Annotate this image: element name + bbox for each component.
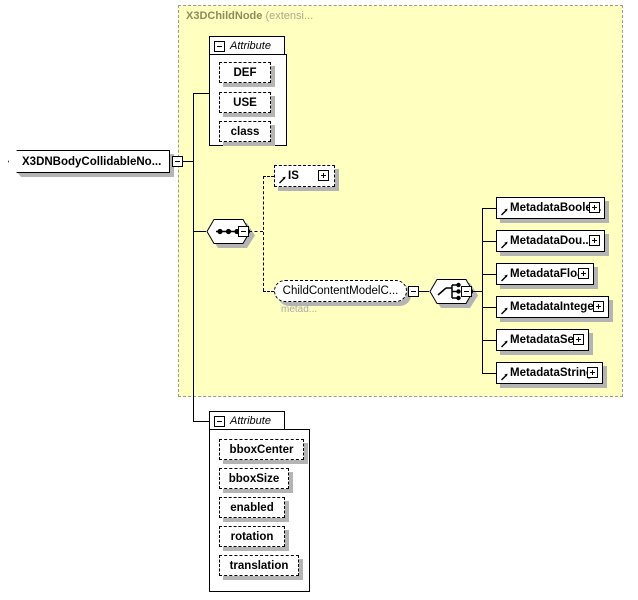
main-vertical-bus xyxy=(193,93,194,422)
metadata-boolean-label: MetadataBoole... xyxy=(510,202,602,214)
element-node-metadata-float[interactable]: MetadataFloat xyxy=(496,263,598,289)
child-content-model-box: ChildContentModelC... xyxy=(274,280,407,302)
attr-def-label: DEF xyxy=(233,66,257,79)
metadata-boolean-expand-toggle[interactable] xyxy=(589,202,600,213)
attr-bboxsize-label: bboxSize xyxy=(228,472,280,485)
metadata-float-box: MetadataFloat xyxy=(496,263,594,285)
attr-bboxcenter-box: bboxCenter xyxy=(219,439,304,460)
child-content-model-sublabel: metad... xyxy=(281,304,318,315)
attr-class-label: class xyxy=(230,125,260,138)
element-arrow-icon xyxy=(501,274,508,282)
extension-qualifier: (extensi... xyxy=(265,10,314,22)
metadata-float-label: MetadataFloat xyxy=(510,268,588,280)
element-arrow-icon xyxy=(501,307,508,315)
metadata-vertical-bus xyxy=(482,208,483,374)
child-content-model-label: ChildContentModelC... xyxy=(282,285,399,297)
attr-bboxcenter-label: bboxCenter xyxy=(229,443,294,456)
attribute-item-rotation[interactable]: rotation xyxy=(219,526,289,551)
element-arrow-icon xyxy=(279,176,286,184)
attribute-item-class[interactable]: class xyxy=(219,121,275,146)
attr-enabled-box: enabled xyxy=(219,497,285,518)
branch-to-metadata-boolean xyxy=(482,208,496,209)
root-connector-line xyxy=(183,161,194,162)
attribute-item-enabled[interactable]: enabled xyxy=(219,497,289,522)
attr-def-box: DEF xyxy=(219,62,271,83)
child-content-model-collapse-toggle[interactable] xyxy=(408,286,419,297)
metadata-string-expand-toggle[interactable] xyxy=(587,367,598,378)
attr-enabled-label: enabled xyxy=(230,501,274,514)
element-node-metadata-set[interactable]: MetadataSet xyxy=(496,329,593,355)
element-node-metadata-double[interactable]: MetadataDou... xyxy=(496,230,609,256)
sequence-collapse-toggle[interactable] xyxy=(238,226,249,237)
branch-to-sequence xyxy=(193,231,206,232)
metadata-string-box: MetadataString xyxy=(496,362,603,384)
metadata-double-box: MetadataDou... xyxy=(496,230,605,252)
branch-to-metadata-set xyxy=(482,340,496,341)
choice-icon xyxy=(429,279,474,304)
sequence-dashed-bus xyxy=(263,176,264,291)
child-content-to-choice-line xyxy=(419,291,429,292)
own-attribute-group-collapse-toggle[interactable] xyxy=(214,415,225,427)
attr-translation-box: translation xyxy=(219,555,299,576)
branch-to-metadata-double xyxy=(482,241,496,242)
metadata-integer-box: MetadataInteger xyxy=(496,296,609,318)
attr-use-label: USE xyxy=(233,96,257,109)
metadata-boolean-box: MetadataBoole... xyxy=(496,197,605,219)
attr-translation-label: translation xyxy=(229,559,289,572)
metadata-integer-expand-toggle[interactable] xyxy=(593,301,604,312)
attribute-group-label: Attribute xyxy=(230,40,271,52)
metadata-string-label: MetadataString xyxy=(510,367,594,379)
attr-rotation-box: rotation xyxy=(219,526,285,547)
branch-to-child-content-model xyxy=(263,291,274,292)
attribute-group-tab[interactable]: Attribute xyxy=(209,36,285,55)
metadata-set-label: MetadataSet xyxy=(510,334,578,346)
element-node-is[interactable]: IS xyxy=(274,165,339,191)
choice-collapse-toggle[interactable] xyxy=(461,286,472,297)
root-collapse-toggle[interactable] xyxy=(172,156,183,167)
metadata-float-expand-toggle[interactable] xyxy=(578,268,589,279)
root-node-body: X3DNBodyCollidableNo... xyxy=(8,150,170,173)
root-element-node[interactable]: X3DNBodyCollidableNo... xyxy=(8,150,174,177)
metadata-double-label: MetadataDou... xyxy=(510,235,592,247)
attribute-group-collapse-toggle[interactable] xyxy=(214,40,225,52)
extension-base-label: X3DChildNode (extensi... xyxy=(186,10,313,22)
attribute-item-bboxcenter[interactable]: bboxCenter xyxy=(219,439,308,464)
element-arrow-icon xyxy=(501,373,508,381)
branch-to-own-attributes xyxy=(193,421,209,422)
attribute-item-bboxsize[interactable]: bboxSize xyxy=(219,468,293,493)
attr-use-box: USE xyxy=(219,92,271,113)
attr-class-box: class xyxy=(219,121,271,142)
element-node-metadata-boolean[interactable]: MetadataBoole... xyxy=(496,197,609,223)
choice-output-line xyxy=(472,291,482,292)
element-node-metadata-integer[interactable]: MetadataInteger xyxy=(496,296,613,322)
branch-to-metadata-integer xyxy=(482,307,496,308)
branch-to-metadata-string xyxy=(482,373,496,374)
attr-rotation-label: rotation xyxy=(230,530,274,543)
is-node-expand-toggle[interactable] xyxy=(318,170,329,181)
element-node-metadata-string[interactable]: MetadataString xyxy=(496,362,607,388)
group-node-child-content-model[interactable]: ChildContentModelC... xyxy=(274,280,411,306)
branch-to-attribute-group xyxy=(193,93,209,94)
metadata-set-box: MetadataSet xyxy=(496,329,589,351)
attr-bboxsize-box: bboxSize xyxy=(219,468,289,489)
own-attribute-group-label: Attribute xyxy=(230,415,271,427)
element-arrow-icon xyxy=(501,241,508,249)
sequence-output-line xyxy=(249,231,263,232)
root-node-label: X3DNBodyCollidableNo... xyxy=(22,155,162,168)
attribute-item-use[interactable]: USE xyxy=(219,92,275,117)
branch-to-is-node xyxy=(263,176,274,177)
attribute-item-translation[interactable]: translation xyxy=(219,555,303,580)
element-arrow-icon xyxy=(501,208,508,216)
metadata-set-expand-toggle[interactable] xyxy=(573,334,584,345)
is-node-label: IS xyxy=(288,170,299,182)
attribute-item-def[interactable]: DEF xyxy=(219,62,275,87)
branch-to-metadata-float xyxy=(482,274,496,275)
element-arrow-icon xyxy=(501,340,508,348)
own-attribute-group-tab[interactable]: Attribute xyxy=(209,411,285,430)
metadata-double-expand-toggle[interactable] xyxy=(589,235,600,246)
extension-base-name: X3DChildNode xyxy=(186,10,263,22)
metadata-integer-label: MetadataInteger xyxy=(510,301,599,313)
